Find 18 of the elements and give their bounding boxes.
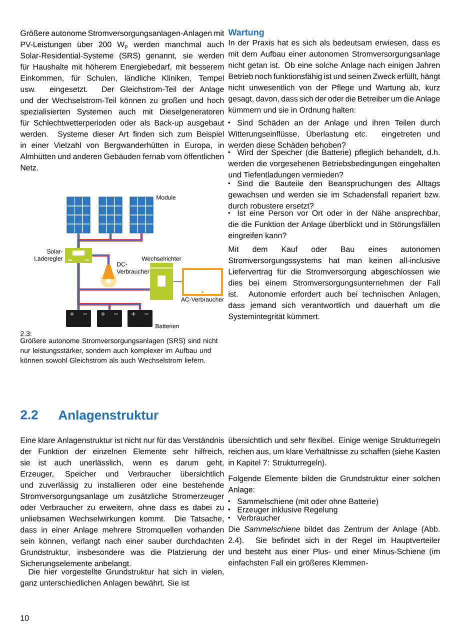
battery: [66, 310, 91, 327]
battery: [97, 310, 122, 327]
cable: [77, 263, 142, 310]
cable: [77, 233, 143, 248]
cable: [92, 254, 110, 265]
solar-panel: [66, 196, 90, 234]
section-heading: Anlagenstruktur: [58, 410, 158, 422]
solar-panel: [98, 196, 122, 234]
battery: [128, 310, 152, 327]
charge-controller: [65, 248, 92, 263]
solar-panel: [130, 196, 154, 234]
inverter-box: [150, 263, 173, 300]
monitor-drawing: [182, 268, 223, 296]
subheading: Wartung: [228, 29, 264, 38]
lamp-drawing: [100, 265, 116, 287]
cable: [172, 281, 182, 282]
cable: [77, 288, 150, 310]
section-number: 2.2: [20, 410, 38, 420]
